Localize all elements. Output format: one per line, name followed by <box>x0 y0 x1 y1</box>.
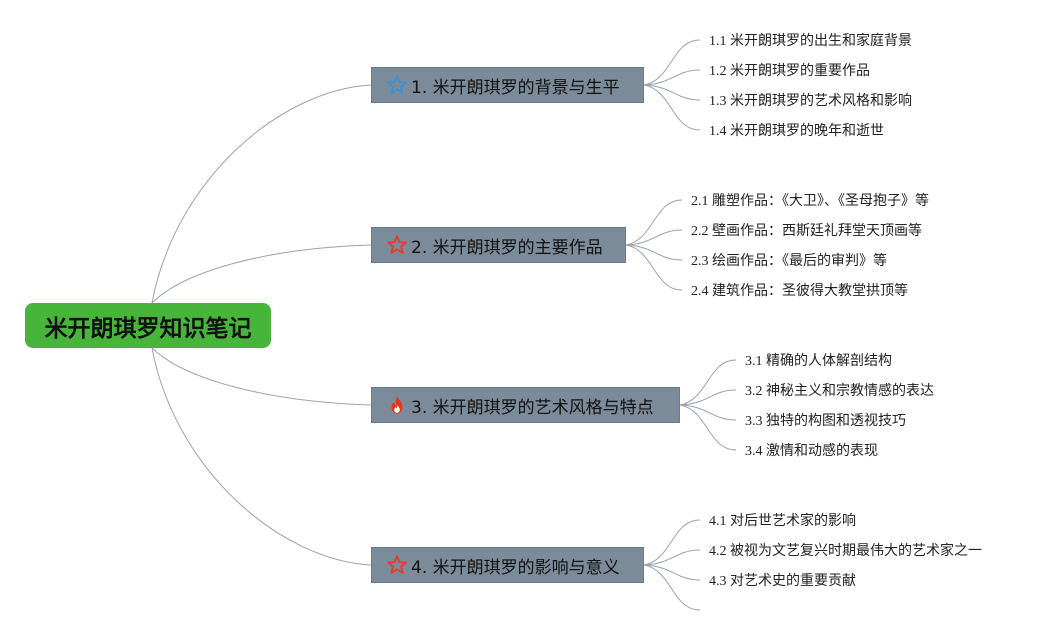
connector-b4-leaf-3 <box>643 564 701 581</box>
connector-root-branch-1 <box>151 84 372 304</box>
leaf-1-3[interactable]: 1.3 米开朗琪罗的艺术风格和影响 <box>709 94 912 109</box>
connector-b1-leaf-1 <box>643 39 701 86</box>
red-star-icon <box>386 554 408 576</box>
leaf-1-4[interactable]: 1.4 米开朗琪罗的晚年和逝世 <box>709 124 884 139</box>
leaf-2-1[interactable]: 2.1 雕塑作品：《大卫》、《圣母抱子》等 <box>691 194 929 209</box>
connector-b4-leaf-4 <box>643 564 701 611</box>
root-node[interactable]: 米开朗琪罗知识笔记 <box>25 303 271 348</box>
leaf-4-2[interactable]: 4.2 被视为文艺复兴时期最伟大的艺术家之一 <box>709 544 982 559</box>
leaf-3-4[interactable]: 3.4 激情和动感的表现 <box>745 444 878 459</box>
branch-node-1[interactable]: 1. 米开朗琪罗的背景与生平 <box>371 67 644 103</box>
connector-b2-leaf-2 <box>625 229 683 246</box>
leaf-3-2[interactable]: 3.2 神秘主义和宗教情感的表达 <box>745 384 934 399</box>
leaf-1-2[interactable]: 1.2 米开朗琪罗的重要作品 <box>709 64 870 79</box>
connector-root-branch-4 <box>151 347 372 566</box>
branch-node-3-label: 3. 米开朗琪罗的艺术风格与特点 <box>411 397 654 418</box>
branch-node-4-label: 4. 米开朗琪罗的影响与意义 <box>411 557 620 578</box>
branch-node-2-label: 2. 米开朗琪罗的主要作品 <box>411 237 603 258</box>
connector-b3-leaf-3 <box>679 404 737 421</box>
connector-b2-leaf-4 <box>625 244 683 291</box>
connector-b2-leaf-3 <box>625 244 683 261</box>
leaf-4-3[interactable]: 4.3 对艺术史的重要贡献 <box>709 574 856 589</box>
connector-b3-leaf-1 <box>679 359 737 406</box>
branch-node-3[interactable]: 3. 米开朗琪罗的艺术风格与特点 <box>371 387 680 423</box>
connector-b4-leaf-1 <box>643 519 701 566</box>
branch-node-2[interactable]: 2. 米开朗琪罗的主要作品 <box>371 227 626 263</box>
connector-b1-leaf-3 <box>643 84 701 101</box>
connector-b3-leaf-4 <box>679 404 737 451</box>
connector-b2-leaf-1 <box>625 199 683 246</box>
leaf-1-1[interactable]: 1.1 米开朗琪罗的出生和家庭背景 <box>709 34 912 49</box>
leaf-4-1[interactable]: 4.1 对后世艺术家的影响 <box>709 514 856 529</box>
blue-star-icon <box>386 74 408 96</box>
connector-b3-leaf-2 <box>679 389 737 406</box>
leaf-3-1[interactable]: 3.1 精确的人体解剖结构 <box>745 354 892 369</box>
branch-node-1-label: 1. 米开朗琪罗的背景与生平 <box>411 77 620 98</box>
red-star-icon <box>386 234 408 256</box>
branch-node-4[interactable]: 4. 米开朗琪罗的影响与意义 <box>371 547 644 583</box>
connector-root-branch-3 <box>151 347 372 406</box>
connector-b1-leaf-2 <box>643 69 701 86</box>
leaf-2-3[interactable]: 2.3 绘画作品：《最后的审判》等 <box>691 254 887 269</box>
connector-b1-leaf-4 <box>643 84 701 131</box>
fire-icon <box>386 394 408 416</box>
leaf-2-4[interactable]: 2.4 建筑作品：圣彼得大教堂拱顶等 <box>691 284 908 299</box>
root-node-label: 米开朗琪罗知识笔记 <box>44 315 252 342</box>
leaf-2-2[interactable]: 2.2 壁画作品：西斯廷礼拜堂天顶画等 <box>691 224 922 239</box>
leaf-3-3[interactable]: 3.3 独特的构图和透视技巧 <box>745 414 906 429</box>
connector-root-branch-2 <box>151 244 372 304</box>
connector-b4-leaf-2 <box>643 549 701 566</box>
